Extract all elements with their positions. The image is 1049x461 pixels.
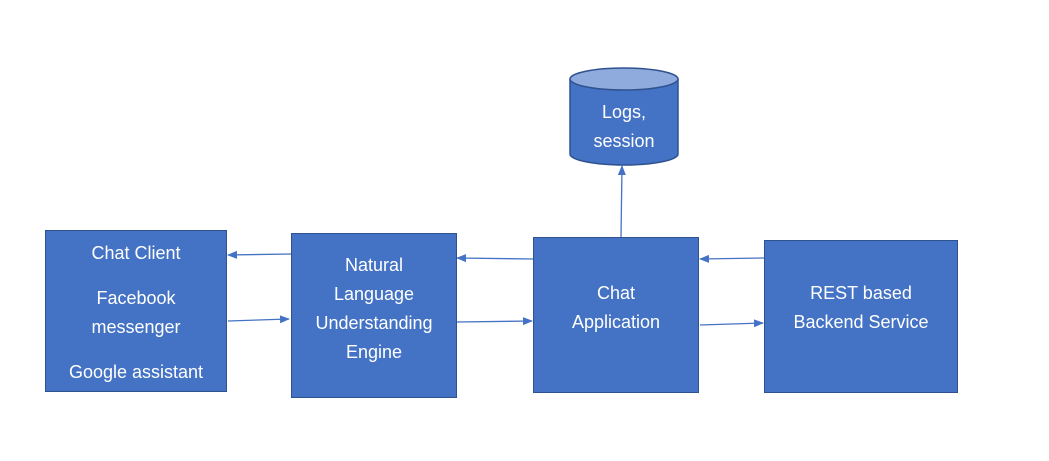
- arrow-nlu-to-chat-app: [456, 317, 533, 326]
- chat-client-box: Chat Client Facebook messenger Google as…: [45, 230, 227, 392]
- nlu-line-2: Language: [333, 284, 415, 304]
- datastore-label: Logs, session: [570, 98, 678, 156]
- chat-app-line-1: Chat: [596, 283, 636, 303]
- nlu-engine-box: Natural Language Understanding Engine: [291, 233, 457, 398]
- datastore-label-line-1: Logs,: [601, 102, 647, 122]
- chat-client-line-3: Google assistant: [68, 362, 204, 382]
- chat-client-line-1: Facebook: [96, 288, 176, 308]
- datastore-cylinder: [569, 67, 679, 166]
- backend-service-box: REST based Backend Service: [764, 240, 958, 393]
- nlu-line-4: Engine: [345, 342, 403, 362]
- arrow-nlu-to-chat-client: [227, 250, 292, 259]
- chat-app-line-2: Application: [571, 312, 661, 332]
- chat-client-title: Chat Client: [91, 243, 181, 263]
- arrow-chat-app-to-nlu: [456, 254, 534, 263]
- arrow-backend-to-chat-app: [699, 254, 765, 263]
- nlu-line-1: Natural: [344, 255, 404, 275]
- datastore-label-line-2: session: [593, 131, 655, 151]
- backend-line-1: REST based: [810, 283, 912, 303]
- nlu-line-3: Understanding: [315, 313, 433, 333]
- chat-application-box: Chat Application: [533, 237, 699, 393]
- arrow-chat-app-to-datastore: [617, 165, 626, 238]
- arrow-chat-app-to-backend: [699, 319, 764, 328]
- chat-client-line-2: messenger: [91, 317, 181, 337]
- backend-line-2: Backend Service: [793, 312, 929, 332]
- arrow-chat-client-to-nlu: [227, 315, 290, 324]
